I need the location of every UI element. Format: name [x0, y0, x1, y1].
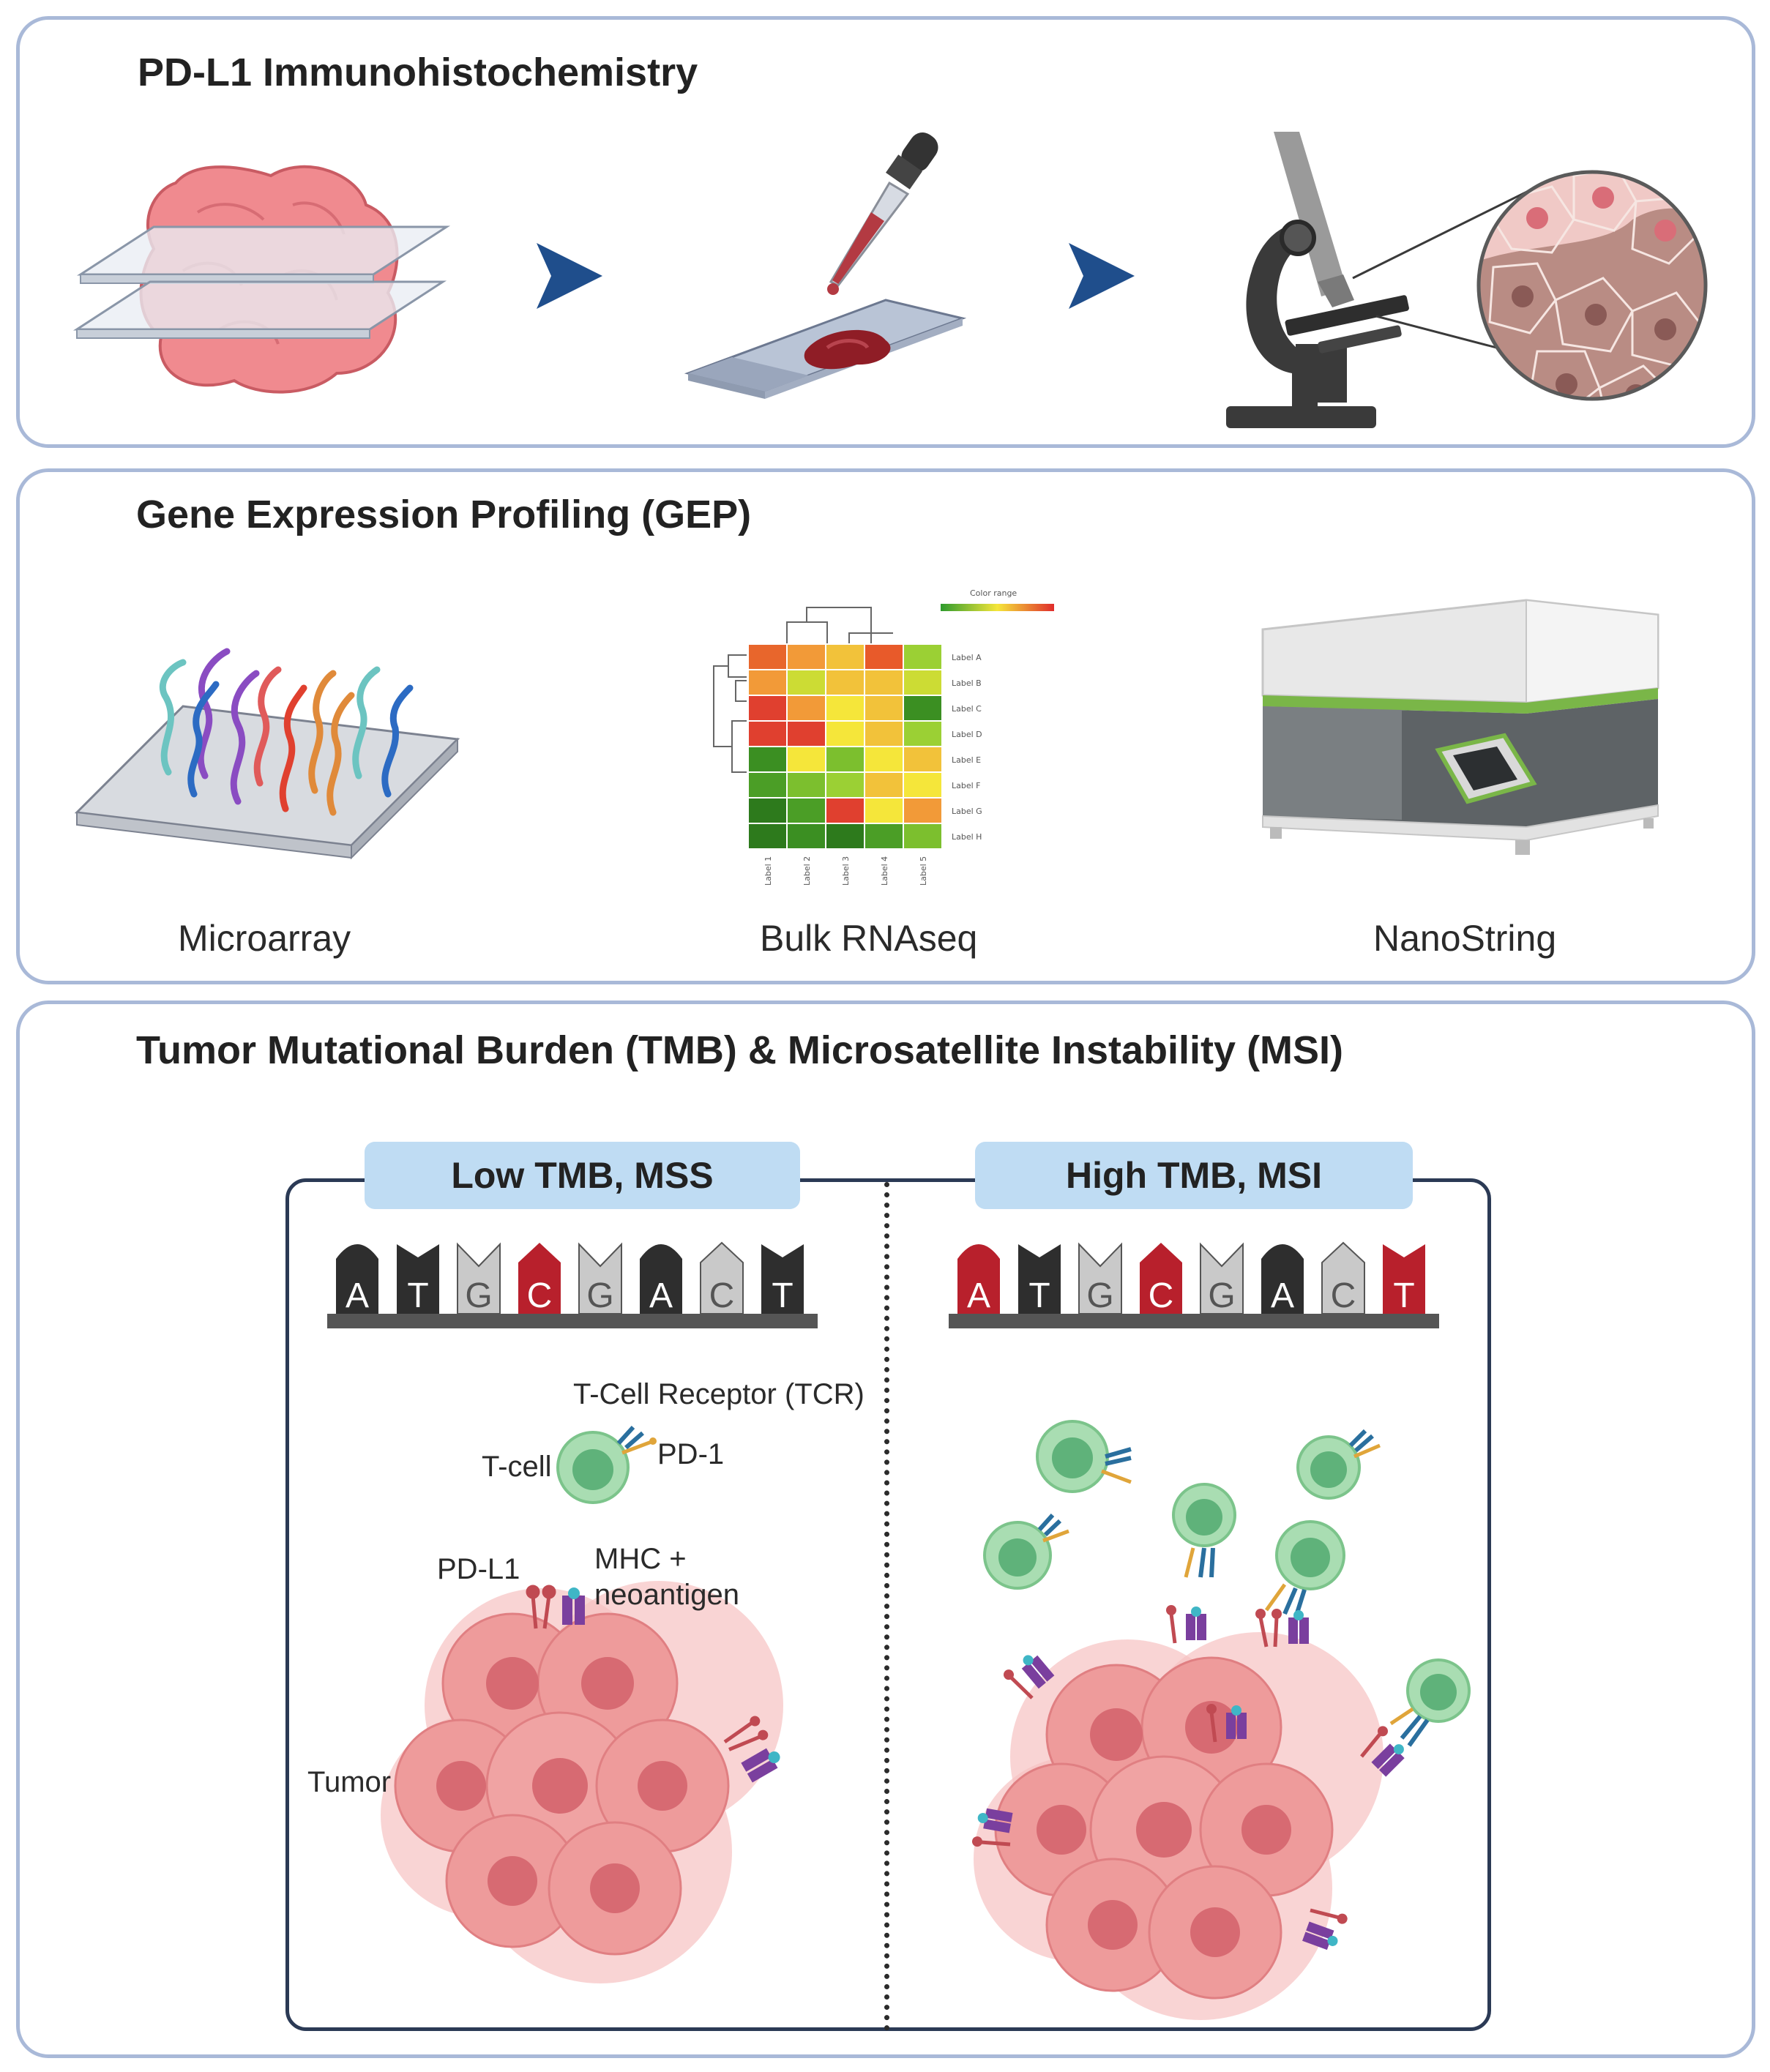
pdl1-mhc-cluster-icon [971, 1605, 1405, 1951]
neoantigen-label: neoantigen [594, 1579, 739, 1611]
dna-base-low-6: A [640, 1244, 682, 1315]
dna-base-low-7: C [700, 1241, 744, 1315]
mhc-label: MHC + [594, 1543, 687, 1575]
dna-base-high-5: G [1200, 1242, 1244, 1315]
stained-slide-icon [684, 299, 967, 399]
heatmap-row-label: Label C [952, 704, 982, 714]
pdl1-receptor-icon [526, 1585, 556, 1629]
tissue-slices-illustration [72, 165, 451, 394]
mhc-neoantigen-icon [562, 1587, 585, 1625]
dna-base-letter: T [772, 1276, 793, 1315]
gep-title: Gene Expression Profiling (GEP) [136, 493, 752, 536]
t-cell-icon [1036, 1420, 1132, 1493]
dna-base-letter: G [1086, 1276, 1113, 1315]
heatmap-legend-label: Color range [970, 588, 1017, 598]
heatmap-col-label: Label 1 [763, 856, 773, 886]
low-tmb-header: Low TMB, MSS [365, 1142, 800, 1209]
dna-base-letter: G [1208, 1276, 1235, 1315]
t-cell-icon [983, 1513, 1069, 1590]
magnified-cells-icon [1476, 170, 1708, 401]
tmb-msi-title: Tumor Mutational Burden (TMB) & Microsat… [136, 1028, 1344, 1072]
glass-slide-bottom [72, 280, 447, 339]
arrow-right-icon [537, 243, 602, 309]
t-cell-icon [556, 1425, 657, 1504]
heatmap-color-scale [941, 604, 1054, 611]
dna-base-low-4: C [518, 1243, 561, 1315]
method-label-nanostring: NanoString [1373, 918, 1557, 959]
dna-base-low-3: G [457, 1242, 501, 1315]
heatmap-row-label: Label E [952, 755, 981, 765]
dna-base-letter: C [1331, 1276, 1356, 1315]
arrow-right-icon [1069, 243, 1135, 309]
dna-base-letter: A [1271, 1276, 1294, 1315]
low-tmb-scene [381, 1425, 783, 1983]
method-label-bulk-rnaseq: Bulk RNAseq [760, 918, 978, 959]
nanostring-instrument-illustration [1261, 599, 1659, 855]
heatmap-grid [747, 643, 943, 850]
dna-base-high-2: T [1018, 1244, 1061, 1315]
method-label-microarray: Microarray [178, 918, 351, 959]
heatmap-row-labels: Label A Label B Label C Label D Label E … [952, 653, 982, 842]
heatmap-row-label: Label F [952, 781, 981, 790]
tumor-label: Tumor [307, 1766, 392, 1798]
pdl1-label: PD-L1 [437, 1553, 520, 1585]
dna-base-low-8: T [761, 1244, 804, 1315]
dropper-icon [827, 132, 938, 295]
microarray-illustration [74, 648, 460, 860]
heatmap-illustration: Color range Label A Label B Label C Labe… [713, 588, 1054, 886]
heatmap-col-labels: Label 1 Label 2 Label 3 Label 4 Label 5 [763, 856, 928, 886]
microscope-illustration [1226, 132, 1708, 428]
dna-base-letter: T [407, 1276, 428, 1315]
dna-base-low-1: A [336, 1244, 378, 1315]
dna-base-letter: C [1149, 1276, 1174, 1315]
t-cell-icon [1264, 1520, 1345, 1618]
heatmap-col-label: Label 4 [880, 856, 889, 886]
dna-base-high-4: C [1140, 1243, 1182, 1315]
dna-base-letter: G [586, 1276, 613, 1315]
dna-base-high-6: A [1261, 1244, 1304, 1315]
microscope-icon [1226, 132, 1409, 428]
heatmap-col-label: Label 3 [841, 856, 851, 886]
dna-base-letter: A [967, 1276, 990, 1315]
dna-base-letter: T [1028, 1276, 1050, 1315]
heatmap-row-label: Label H [952, 832, 982, 842]
heatmap-row-label: Label B [952, 678, 982, 688]
heatmap-col-label: Label 2 [802, 856, 812, 886]
divider-dotted-line [884, 1182, 889, 2031]
high-tmb-scene [971, 1420, 1471, 2020]
pdl1-mhc-cluster-icon [723, 1716, 780, 1783]
t-cell-icon [1172, 1483, 1236, 1578]
dna-base-letter: C [527, 1276, 553, 1315]
dna-base-high-3: G [1078, 1242, 1122, 1315]
dna-base-letter: C [709, 1276, 735, 1315]
dna-base-letter: A [649, 1276, 673, 1315]
dna-base-letter: A [346, 1276, 369, 1315]
ihc-title: PD-L1 Immunohistochemistry [138, 51, 698, 94]
pd1-label: PD-1 [657, 1438, 725, 1470]
dna-base-letter: G [465, 1276, 492, 1315]
tumor-icon [381, 1581, 783, 1983]
dropper-staining-slide-illustration [684, 132, 967, 399]
heatmap-row-label: Label D [952, 730, 982, 739]
heatmap-row-label: Label G [952, 807, 982, 816]
tcell-label: T-cell [482, 1451, 552, 1483]
high-tmb-header: High TMB, MSI [975, 1142, 1413, 1209]
dna-base-letter: T [1393, 1276, 1414, 1315]
dna-base-low-2: T [397, 1244, 439, 1315]
heatmap-col-label: Label 5 [919, 856, 928, 886]
t-cell-icon [1389, 1658, 1471, 1747]
tumor-icon [974, 1632, 1383, 2020]
dna-base-high-7: C [1321, 1241, 1365, 1315]
tcr-label: T-Cell Receptor (TCR) [573, 1378, 865, 1410]
heatmap-row-label: Label A [952, 653, 982, 662]
t-cell-icon [1296, 1429, 1381, 1500]
dna-base-high-8: T [1383, 1244, 1425, 1315]
dna-base-high-1: A [957, 1244, 1000, 1315]
dna-base-low-5: G [578, 1242, 622, 1315]
